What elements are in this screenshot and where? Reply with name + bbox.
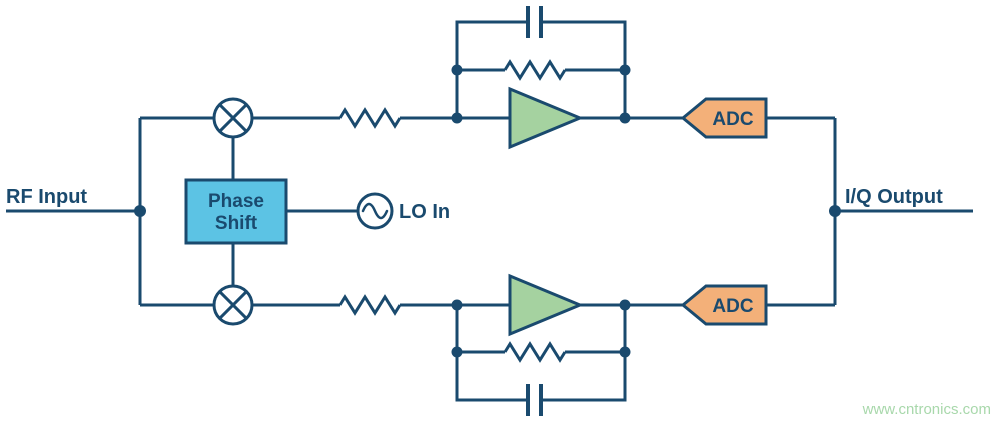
rf-input-label: RF Input xyxy=(6,186,87,208)
junction-dot xyxy=(619,64,631,76)
mixer-bottom-icon xyxy=(212,284,254,326)
wire xyxy=(455,305,528,402)
adc-bottom-label: ADC xyxy=(712,296,753,317)
lo-in-label: LO In xyxy=(399,201,450,223)
mixer-top-icon xyxy=(212,97,254,139)
phase-shift-block: Phase Shift xyxy=(184,178,288,245)
junction-dot xyxy=(619,346,631,358)
adc-top-shape xyxy=(680,97,768,139)
opamp-top-icon xyxy=(508,86,584,150)
adc-top-block: ADC xyxy=(680,97,768,139)
junction-dot xyxy=(451,64,463,76)
opamp-bottom-icon xyxy=(508,273,584,337)
junction-dot xyxy=(829,205,841,217)
phase-shift-box xyxy=(184,178,288,245)
resistor-icon xyxy=(338,294,402,316)
junction-dots xyxy=(134,64,841,358)
phase-shift-label-line2: Shift xyxy=(215,213,258,234)
watermark-text: www.cntronics.com xyxy=(862,401,991,418)
adc-bottom-shape xyxy=(680,284,768,326)
junction-dot xyxy=(619,112,631,124)
resistor-icon xyxy=(503,59,567,81)
junction-dot xyxy=(134,205,146,217)
junction-dot xyxy=(451,346,463,358)
iq-output-label: I/Q Output xyxy=(845,186,943,208)
wire xyxy=(541,20,627,118)
adc-bottom-block: ADC xyxy=(680,284,768,326)
resistor-icon xyxy=(338,107,402,129)
junction-dot xyxy=(619,299,631,311)
wires xyxy=(6,20,973,402)
junction-dot xyxy=(451,299,463,311)
junction-dot xyxy=(451,112,463,124)
capacitor-icon xyxy=(526,6,543,38)
capacitor-icon xyxy=(526,384,543,416)
resistor-icon xyxy=(503,341,567,363)
phase-shift-label-line1: Phase xyxy=(208,191,264,212)
adc-top-label: ADC xyxy=(712,109,753,130)
lo-source-icon xyxy=(356,192,394,230)
wire xyxy=(455,20,528,118)
wire xyxy=(541,305,627,402)
